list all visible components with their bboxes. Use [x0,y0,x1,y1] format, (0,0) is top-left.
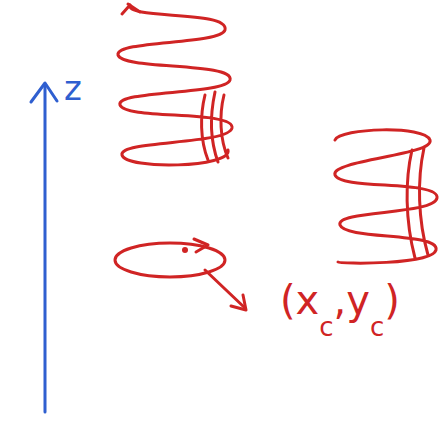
coordinate-label: (xc,yc) [280,280,400,320]
coordinate-text: ) [384,277,400,323]
subscript: c [370,312,384,342]
axis-label: z [64,68,82,108]
z-axis-line [44,84,47,412]
subscript: c [319,312,333,342]
helix-tip [122,4,140,14]
coordinate-text: ,y [334,277,370,323]
helix-top [118,5,232,165]
leader-head [231,295,246,310]
z-axis-head [31,83,57,102]
helix-right [335,130,437,263]
leader-line [205,270,245,308]
coordinate-text: (x [280,277,319,323]
orbit-arrow [194,239,208,252]
center-dot [182,247,188,253]
